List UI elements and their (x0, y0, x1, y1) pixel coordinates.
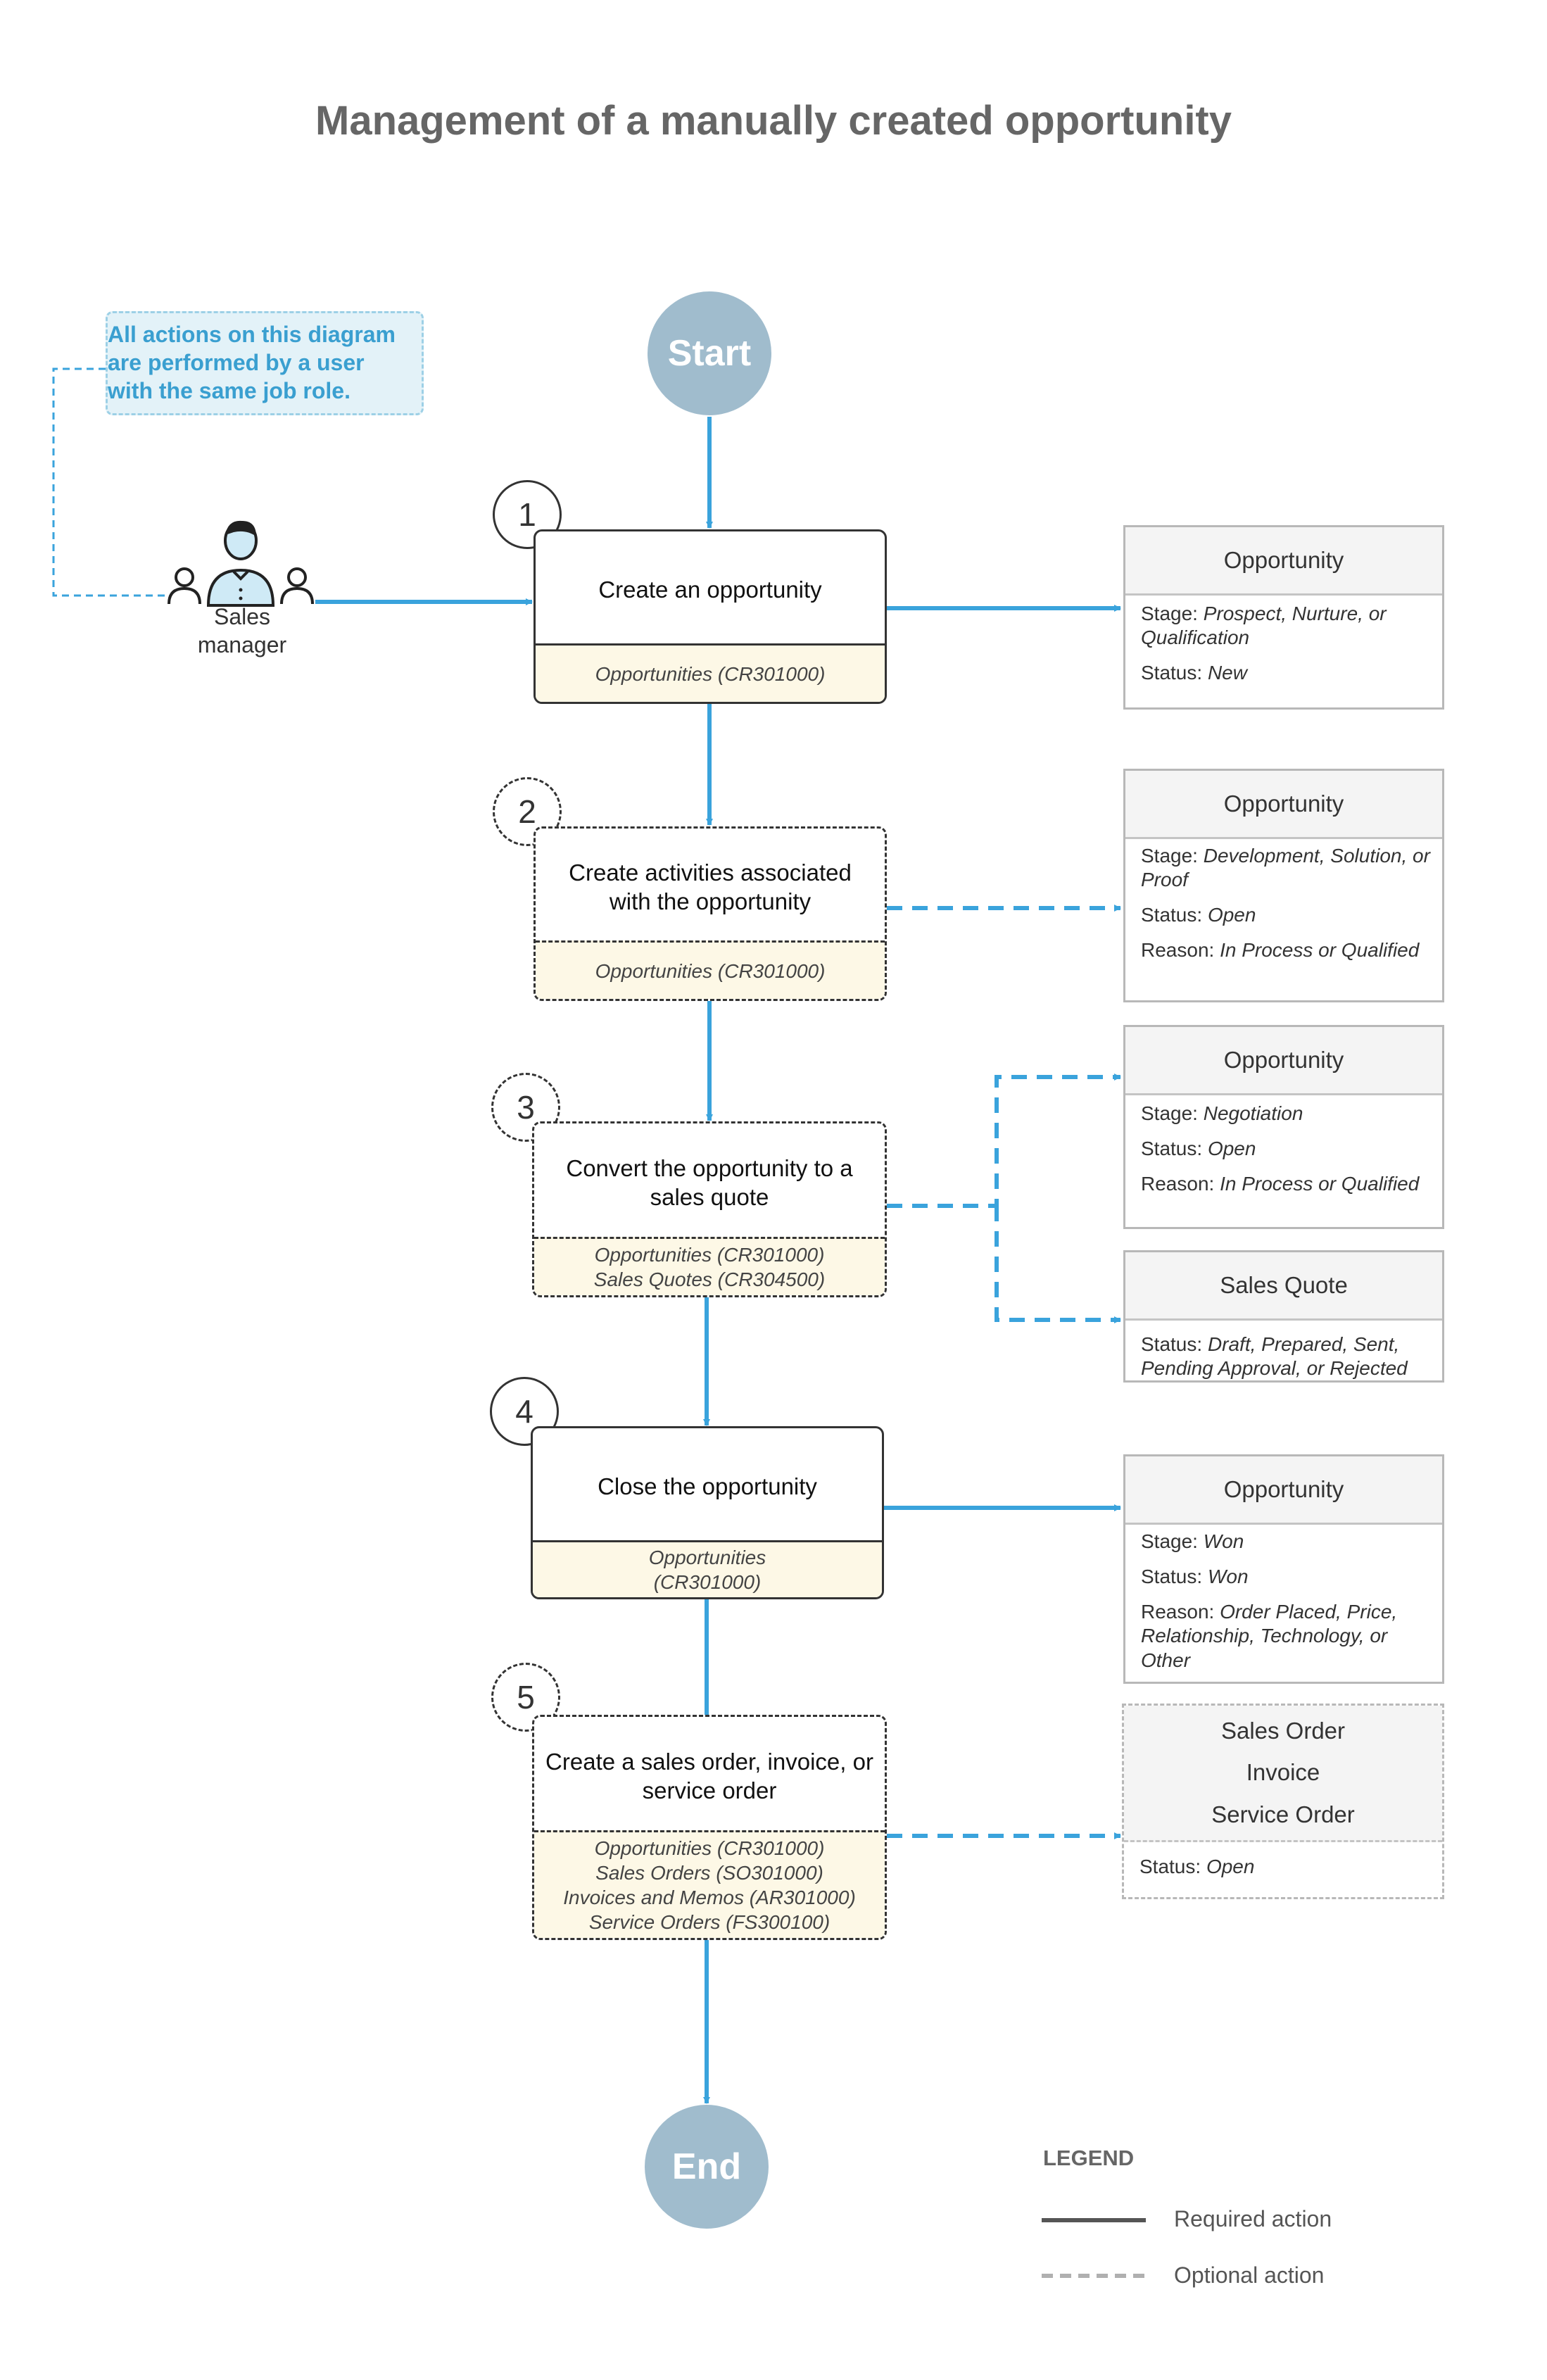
note-connector (52, 367, 166, 597)
status-box-6-title-1: Sales Order (1220, 1717, 1346, 1744)
step-3-label: Convert the opportunity to a sales quote (566, 1154, 853, 1210)
step-5-form-4: Service Orders (FS300100) (588, 1911, 831, 1933)
status-box-1: Opportunity Stage: Prospect, Nurture, or… (1123, 525, 1444, 710)
arrow-step3-to-salesquote (994, 1206, 1121, 1323)
step-5-form-1: Opportunities (CR301000) (594, 1837, 825, 1859)
status-box-2-title: Opportunity (1125, 771, 1442, 839)
step-4-label: Close the opportunity (598, 1473, 817, 1500)
status-line: Status: Open (1139, 1856, 1255, 1877)
status-box-6-titles: Sales Order Invoice Service Order (1124, 1706, 1442, 1842)
sales-manager-people-icon (168, 520, 314, 607)
status-line: Status: Open (1141, 904, 1256, 926)
step-5-form-3: Invoices and Memos (AR301000) (563, 1887, 856, 1908)
status-box-6-title-3: Service Order (1211, 1801, 1355, 1828)
step-3-box: Convert the opportunity to a sales quote… (532, 1121, 887, 1297)
status-box-3-body: Stage: Negotiation Status: Open Reason: … (1141, 1102, 1432, 1207)
role-note: All actions on this diagram are performe… (106, 311, 424, 415)
status-box-6-title-2: Invoice (1246, 1759, 1320, 1786)
step-4-box: Close the opportunity Opportunities (CR3… (531, 1426, 884, 1599)
end-terminal: End (645, 2105, 769, 2229)
status-line: Stage: Won (1141, 1530, 1244, 1552)
step-5-form-2: Sales Orders (SO301000) (595, 1862, 823, 1884)
step-4-form-1: Opportunities (648, 1547, 766, 1568)
step-4-form-2: (CR301000) (653, 1571, 762, 1593)
step-1-form-1: Opportunities (CR301000) (595, 662, 826, 685)
step-1-label: Create an opportunity (598, 577, 822, 603)
step-2-form-1: Opportunities (CR301000) (595, 959, 826, 982)
status-box-6-body: Status: Open (1139, 1855, 1432, 1890)
role-label-line1: Sales (213, 604, 271, 629)
step-3-form-2: Sales Quotes (CR304500) (593, 1268, 826, 1290)
status-line: Stage: Development, Solution, or Proof (1141, 845, 1430, 891)
status-box-3: Opportunity Stage: Negotiation Status: O… (1123, 1025, 1444, 1229)
status-box-2: Opportunity Stage: Development, Solution… (1123, 769, 1444, 1002)
diagram-title: Management of a manually created opportu… (315, 98, 1232, 144)
status-line: Status: Won (1141, 1566, 1249, 1588)
status-box-3-title: Opportunity (1125, 1027, 1442, 1095)
step-1-forms: Opportunities (CR301000) (536, 643, 885, 702)
status-box-1-body: Stage: Prospect, Nurture, or Qualificati… (1141, 602, 1432, 696)
step-3-forms: Opportunities (CR301000) Sales Quotes (C… (534, 1237, 885, 1295)
status-line: Status: New (1141, 662, 1247, 684)
step-1-box: Create an opportunity Opportunities (CR3… (533, 529, 887, 704)
step-4-forms: Opportunities (CR301000) (533, 1540, 882, 1597)
legend-required-label: Required action (1174, 2206, 1332, 2231)
step-3-form-1: Opportunities (CR301000) (594, 1244, 825, 1266)
status-box-2-body: Stage: Development, Solution, or Proof S… (1141, 844, 1432, 974)
step-2-forms: Opportunities (CR301000) (536, 940, 885, 999)
status-box-4-body: Status: Draft, Prepared, Sent, Pending A… (1141, 1333, 1432, 1392)
status-line: Status: Draft, Prepared, Sent, Pending A… (1141, 1333, 1408, 1380)
status-box-4-title: Sales Quote (1125, 1252, 1442, 1321)
status-box-5-title: Opportunity (1125, 1456, 1442, 1525)
status-line: Status: Open (1141, 1138, 1256, 1160)
role-note-text: All actions on this diagram are performe… (108, 322, 396, 403)
step-5-label: Create a sales order, invoice, or servic… (545, 1748, 873, 1803)
step-2-label: Create activities associated with the op… (569, 859, 852, 914)
status-box-5: Opportunity Stage: Won Status: Won Reaso… (1123, 1454, 1444, 1684)
step-5-box: Create a sales order, invoice, or servic… (532, 1715, 887, 1940)
status-box-4: Sales Quote Status: Draft, Prepared, Sen… (1123, 1250, 1444, 1383)
status-line: Stage: Negotiation (1141, 1102, 1303, 1124)
step-5-forms: Opportunities (CR301000) Sales Orders (S… (534, 1830, 885, 1938)
status-box-5-body: Stage: Won Status: Won Reason: Order Pla… (1141, 1530, 1432, 1684)
step-2-box: Create activities associated with the op… (533, 826, 887, 1001)
role-label-line2: manager (197, 632, 287, 657)
status-box-6: Sales Order Invoice Service Order Status… (1122, 1704, 1444, 1899)
status-line: Stage: Prospect, Nurture, or Qualificati… (1141, 603, 1387, 649)
start-terminal: Start (648, 291, 771, 415)
arrow-step3-to-opportunity (887, 1073, 1121, 1208)
status-line: Reason: In Process or Qualified (1141, 939, 1420, 962)
legend-title: LEGEND (1043, 2146, 1135, 2170)
status-line: Reason: In Process or Qualified (1141, 1173, 1420, 1195)
status-line: Reason: Order Placed, Price, Relationshi… (1141, 1601, 1398, 1671)
legend-optional-label: Optional action (1174, 2262, 1325, 2288)
role-label: Sales manager (156, 603, 328, 659)
status-box-1-title: Opportunity (1125, 527, 1442, 596)
